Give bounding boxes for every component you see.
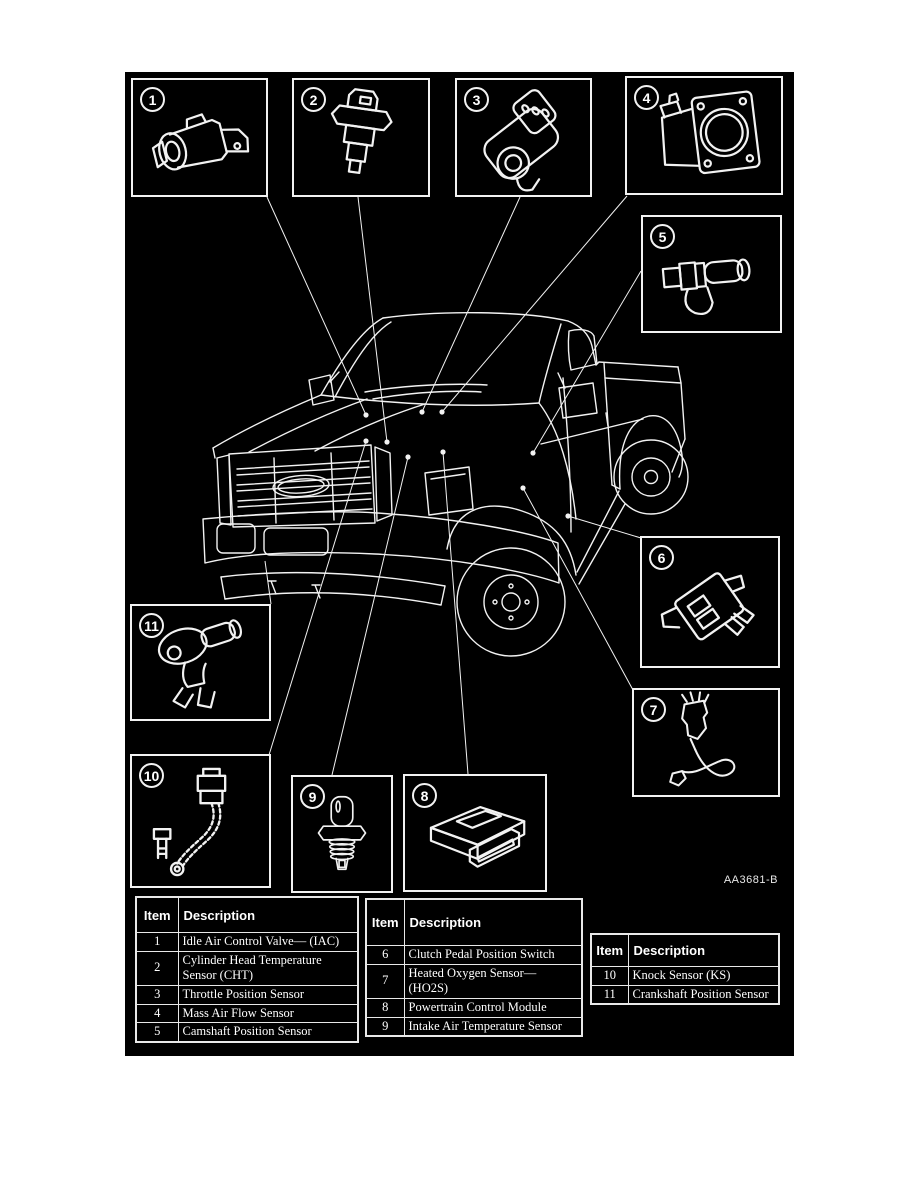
item-cell: 8 xyxy=(365,997,405,1018)
item-cell: 1 xyxy=(135,932,179,952)
callout-box-1: 1 xyxy=(131,78,268,197)
callout-label: 10 xyxy=(143,767,160,784)
item-header: Item xyxy=(135,896,179,933)
callout-box-9: 9 xyxy=(291,775,393,893)
description-cell: Camshaft Position Sensor xyxy=(177,1022,359,1043)
callout-box-10: 10 xyxy=(130,754,271,888)
description-cell: Powertrain Control Module xyxy=(403,997,583,1018)
callout-label: 1 xyxy=(148,91,157,108)
table-header-row: Item Description xyxy=(135,896,359,933)
mass-air-flow-sensor-icon xyxy=(659,90,761,175)
callout-box-4: 4 xyxy=(625,76,783,195)
callout-label: 6 xyxy=(657,549,666,566)
callout-box-5: 5 xyxy=(641,215,782,333)
throttle-position-sensor-icon xyxy=(483,89,560,192)
description-cell: Intake Air Temperature Sensor xyxy=(403,1016,583,1037)
component-location-diagram: 1 2 xyxy=(125,72,794,1056)
callout-number-4: 4 xyxy=(634,85,659,110)
item-cell: 9 xyxy=(365,1016,405,1037)
callout-number-9: 9 xyxy=(300,784,325,809)
description-cell: Cylinder Head Temperature Sensor (CHT) xyxy=(177,950,359,986)
item-cell: 10 xyxy=(590,966,629,986)
callout-number-7: 7 xyxy=(641,697,666,722)
powertrain-control-module-icon xyxy=(429,805,526,868)
description-header: Description xyxy=(627,933,780,967)
item-header: Item xyxy=(590,933,629,967)
knock-sensor-icon xyxy=(152,767,227,877)
callout-number-1: 1 xyxy=(140,87,165,112)
callout-label: 2 xyxy=(309,91,318,108)
callout-label: 3 xyxy=(472,91,481,108)
callout-box-2: 2 xyxy=(292,78,430,197)
callout-label: 4 xyxy=(642,89,651,106)
table-header-row: Item Description xyxy=(365,898,583,946)
callout-number-5: 5 xyxy=(650,224,675,249)
callout-label: 9 xyxy=(308,788,317,805)
description-cell: Clutch Pedal Position Switch xyxy=(403,945,583,965)
description-header: Description xyxy=(403,898,583,946)
callout-label: 11 xyxy=(144,617,159,634)
description-cell: Heated Oxygen Sensor— (HO2S) xyxy=(403,963,583,999)
callout-box-8: 8 xyxy=(403,774,547,892)
callout-box-7: 7 xyxy=(632,688,780,797)
item-cell: 4 xyxy=(135,1003,179,1024)
description-cell: Idle Air Control Valve— (IAC) xyxy=(177,932,359,952)
item-header: Item xyxy=(365,898,405,946)
heated-oxygen-sensor-icon xyxy=(669,691,736,787)
cylinder-head-temperature-sensor-icon xyxy=(330,88,393,175)
item-cell: 3 xyxy=(135,984,179,1005)
leader-lines xyxy=(264,195,642,776)
item-cell: 5 xyxy=(135,1022,179,1043)
callout-number-10: 10 xyxy=(139,763,164,788)
description-cell: Throttle Position Sensor xyxy=(177,984,359,1005)
callout-number-3: 3 xyxy=(464,87,489,112)
truck-illustration xyxy=(202,195,689,776)
description-cell: Mass Air Flow Sensor xyxy=(177,1003,359,1024)
callout-box-11: 11 xyxy=(130,604,271,721)
description-cell: Crankshaft Position Sensor xyxy=(627,984,780,1005)
intake-air-temperature-sensor-icon xyxy=(317,795,367,871)
item-cell: 11 xyxy=(590,984,629,1005)
crankshaft-position-sensor-icon xyxy=(157,619,242,709)
callout-label: 8 xyxy=(420,787,429,804)
callout-box-6: 6 xyxy=(640,536,780,668)
callout-label: 5 xyxy=(658,228,667,245)
clutch-pedal-position-switch-icon xyxy=(660,572,755,641)
callout-label: 7 xyxy=(649,701,658,718)
callout-number-6: 6 xyxy=(649,545,674,570)
description-header: Description xyxy=(177,896,359,933)
callout-number-11: 11 xyxy=(139,613,164,638)
callout-number-8: 8 xyxy=(412,783,437,808)
leader-dots xyxy=(363,409,571,519)
callout-box-3: 3 xyxy=(455,78,592,197)
callout-number-2: 2 xyxy=(301,87,326,112)
figure-code-label: AA3681-B xyxy=(723,874,778,886)
table-header-row: Item Description xyxy=(590,933,780,967)
item-cell: 2 xyxy=(135,950,179,986)
item-cell: 6 xyxy=(365,945,405,965)
item-cell: 7 xyxy=(365,963,405,999)
camshaft-position-sensor-icon xyxy=(661,258,751,316)
idle-air-control-valve-icon xyxy=(151,113,250,171)
description-cell: Knock Sensor (KS) xyxy=(627,966,780,986)
